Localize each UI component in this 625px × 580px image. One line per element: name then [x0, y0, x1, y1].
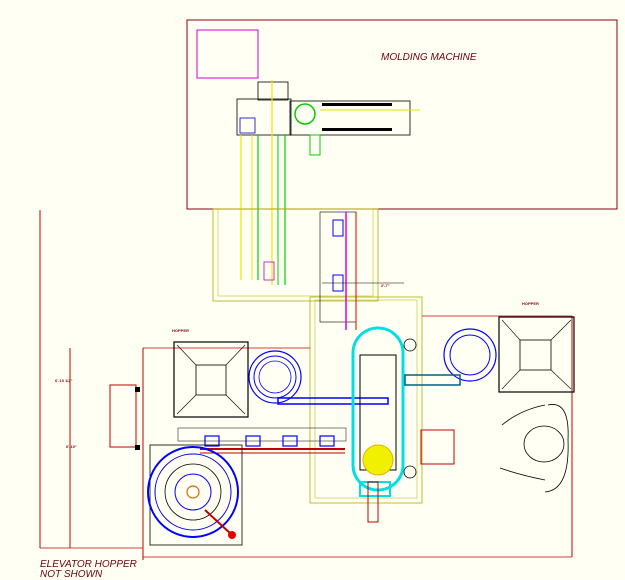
dim-conveyor-gap: 2'-7" [381, 283, 390, 288]
hopper-left-label: HOPPER [172, 328, 189, 333]
svg-text:6'-10 1/2": 6'-10 1/2" [55, 378, 73, 383]
base-outline [309, 296, 423, 504]
injection-unit [236, 81, 420, 156]
molding-machine-outline [186, 19, 618, 210]
coil-left [248, 350, 389, 405]
discharge-chute [240, 80, 286, 285]
molding-machine-label: MOLDING MACHINE [381, 52, 477, 63]
platform-outline [212, 208, 379, 302]
elevator-note-line2: NOT SHOWN [40, 569, 103, 580]
elevator-note-line1: ELEVATOR HOPPER [40, 559, 137, 570]
rotary-table [147, 444, 243, 546]
hopper-left [173, 341, 249, 418]
operator-figure [499, 404, 569, 493]
hopper-right-label: HOPPER [522, 301, 539, 306]
dim-left-height: 6'-10" [66, 444, 77, 449]
transfer-conveyor [177, 427, 347, 454]
control-panel [196, 29, 259, 79]
coil-right [404, 328, 497, 386]
product-box [109, 384, 137, 448]
hopper-right [498, 316, 575, 393]
carousel-conveyor [351, 326, 417, 523]
control-box [420, 429, 455, 465]
